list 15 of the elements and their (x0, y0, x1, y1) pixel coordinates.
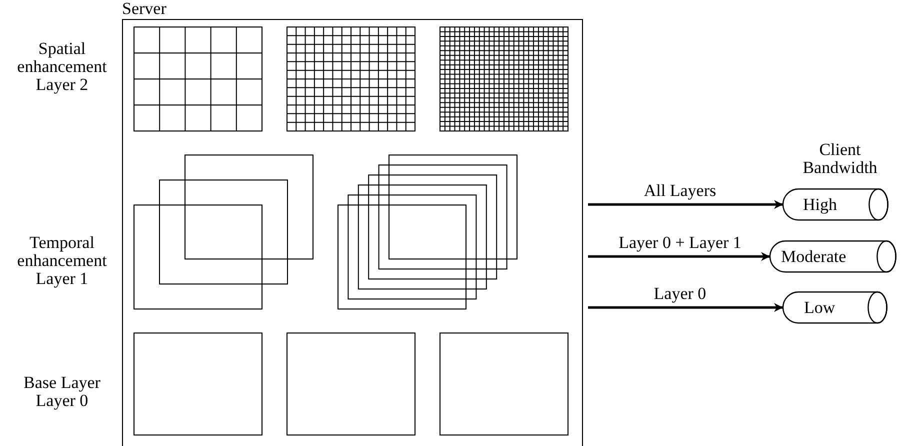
arrow (588, 200, 783, 209)
layer-label: Base Layer Layer 0 (22, 374, 102, 410)
layer-label: Temporal enhancement Layer 1 (16, 234, 108, 288)
edge-label: Layer 0 (652, 284, 708, 302)
edge-label: All Layers (642, 182, 718, 198)
column-heading: Client Bandwidth (802, 141, 878, 177)
edge-label: Layer 0 + Layer 1 (618, 234, 742, 250)
arrow (588, 252, 770, 261)
arrow (588, 303, 783, 312)
client-label: Low (804, 299, 836, 316)
layer-label: Spatial enhancement Layer 2 (16, 40, 108, 94)
server-heading: Server (122, 0, 166, 17)
client-label: High (803, 196, 837, 213)
client-label: Moderate (781, 248, 846, 265)
server-box (122, 19, 583, 446)
